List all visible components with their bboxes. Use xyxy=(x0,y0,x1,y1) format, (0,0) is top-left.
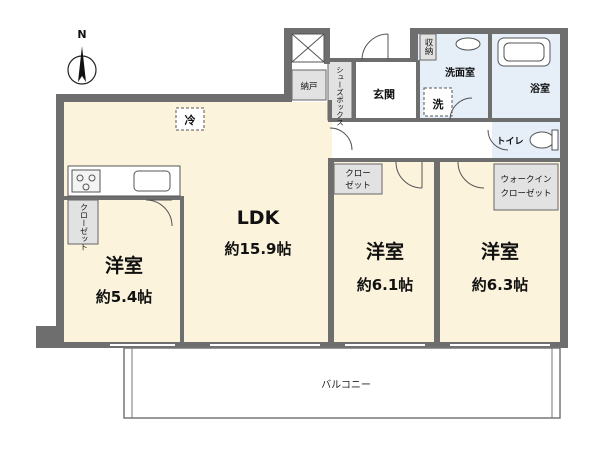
fridge-icon xyxy=(175,107,205,131)
balcony-label: バルコニー xyxy=(321,379,371,391)
compass: N xyxy=(67,28,97,85)
stair-box xyxy=(291,33,325,63)
wic-fill xyxy=(493,163,559,211)
storage-areas xyxy=(67,33,559,245)
washer-label: 洗 xyxy=(433,97,444,111)
room-west2-area: 約6.1帖 xyxy=(357,276,414,294)
closet-mid-line1: クロー xyxy=(345,169,371,179)
stove-icon xyxy=(71,169,101,193)
room-ldk-area: 約15.9帖 xyxy=(224,240,291,258)
room-west2-name: 洋室 xyxy=(366,240,404,263)
bathtub-icon xyxy=(497,37,551,67)
bath-label: 浴室 xyxy=(530,82,550,95)
entrance-floor xyxy=(354,60,416,120)
kitchen-counter xyxy=(67,165,181,197)
shoebox-label: シューズボックス xyxy=(335,66,344,126)
door-swings xyxy=(145,33,509,227)
nando-fill xyxy=(291,69,327,101)
fridge-label: 冷 xyxy=(185,113,196,127)
entrance-label: 玄関 xyxy=(373,87,395,101)
toilet-label: トイレ xyxy=(496,136,523,147)
toilet-icon xyxy=(529,131,555,149)
room-west3-area: 約6.3帖 xyxy=(472,276,529,294)
nando-label: 納戸 xyxy=(300,81,317,92)
washbasin-icon xyxy=(455,37,481,51)
bath-fixtures xyxy=(423,37,559,151)
closet-mid-line2: ゼット xyxy=(345,180,371,191)
room-west1-name: 洋室 xyxy=(105,254,143,277)
washer-icon xyxy=(423,87,453,117)
wic-line1: ウォークイン xyxy=(500,175,551,185)
closet-left-label: クローゼット xyxy=(80,203,89,251)
washroom-label: 洗面室 xyxy=(445,66,475,79)
north-arrow-icon xyxy=(78,46,86,82)
room-ldk-name: LDK xyxy=(237,207,281,229)
balcony xyxy=(123,347,561,419)
storage-small-label: 収納 xyxy=(423,37,433,56)
sink-icon xyxy=(133,170,171,192)
room-west1-area: 約5.4帖 xyxy=(96,288,153,306)
ldk-floor xyxy=(64,102,332,342)
closet-mid-fill xyxy=(333,163,383,195)
room-west3-name: 洋室 xyxy=(481,240,519,263)
wic-line2: クローゼット xyxy=(500,188,551,199)
compass-north-label: N xyxy=(77,28,86,41)
